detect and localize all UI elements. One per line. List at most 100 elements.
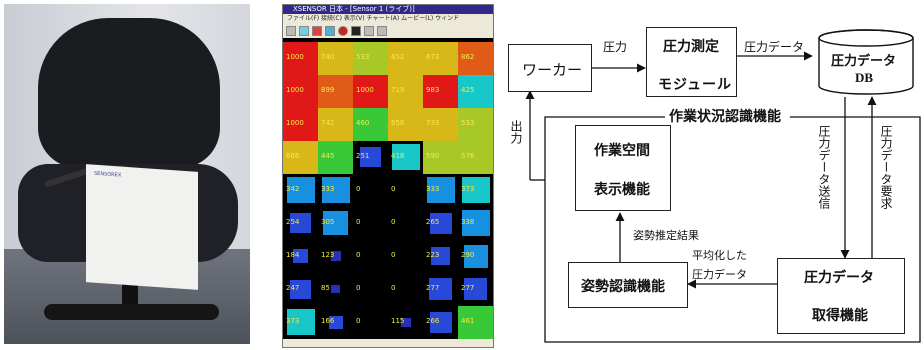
- record-icon[interactable]: [338, 26, 348, 36]
- heatmap-cell-value: 266: [426, 317, 440, 325]
- heatmap-cell-fill: [400, 317, 411, 327]
- worker-box: ワーカー: [508, 44, 592, 92]
- heatmap-cell-value: 265: [426, 218, 440, 226]
- heatmap-cell-value: 290: [461, 251, 475, 259]
- heatmap-cell-fill: [353, 41, 388, 75]
- heatmap-cell-fill: [283, 107, 318, 141]
- heatmap-cell: 740: [318, 41, 353, 75]
- db-body: [818, 38, 914, 95]
- heatmap-cell-fill: [318, 74, 353, 108]
- heatmap-cell-value: 166: [321, 317, 335, 325]
- heatmap-cell: 590: [423, 140, 458, 174]
- heatmap-cell-value: 277: [461, 284, 475, 292]
- heatmap-cell-fill: [461, 210, 490, 236]
- app-title: XSENSOR 日本 - [Sensor 1 (ライブ)]: [293, 5, 415, 13]
- heatmap-cell: 445: [318, 140, 353, 174]
- heatmap-cell: 166: [318, 305, 353, 339]
- heatmap-cell: 266: [423, 305, 458, 339]
- heatmap-cell: 1000: [353, 74, 388, 108]
- heatmap-cell-value: 0: [356, 284, 361, 292]
- heatmap-cell-value: 460: [356, 119, 370, 127]
- heatmap-cell: 373: [283, 305, 318, 339]
- heatmap-cell-fill: [423, 74, 458, 108]
- heatmap-cell-value: 0: [391, 218, 396, 226]
- heatmap-cell-value: 223: [426, 251, 440, 259]
- heatmap-cell-fill: [286, 177, 315, 203]
- heatmap-cell-value: 1000: [356, 86, 374, 94]
- heatmap-cell-value: 0: [391, 185, 396, 193]
- heatmap-cell-value: 461: [461, 317, 475, 325]
- heatmap-cell: 223: [423, 239, 458, 273]
- heatmap-cell-fill: [353, 74, 388, 108]
- heatmap-cell: 742: [318, 107, 353, 141]
- averaged-label-1: 平均化した: [692, 250, 747, 262]
- heatmap-cell-value: 305: [321, 218, 335, 226]
- heatmap-cell-fill: [283, 41, 318, 75]
- heatmap-cell-value: 338: [461, 218, 475, 226]
- app-menu-items[interactable]: ファイル(F) 接続(C) 表示(V) チャート(A) ムービー(L) ウィンド: [287, 15, 460, 22]
- heatmap-cell-fill: [458, 74, 493, 108]
- heatmap-cell-fill: [328, 315, 343, 329]
- heatmap-cell-value: 899: [321, 86, 335, 94]
- heatmap-cell-value: 1000: [286, 119, 304, 127]
- color-icon[interactable]: [312, 26, 322, 36]
- heatmap-cell-fill: [423, 41, 458, 75]
- heatmap-cell: 290: [458, 239, 493, 273]
- sensor-pad-label: SENSOREX: [94, 170, 122, 179]
- heatmap-cell-value: 373: [461, 185, 475, 193]
- heatmap-cell: 305: [318, 206, 353, 240]
- heatmap-cell: 265: [423, 206, 458, 240]
- heatmap-cell: 425: [458, 74, 493, 108]
- stop-icon[interactable]: [351, 26, 361, 36]
- heatmap-cell-value: 445: [321, 152, 335, 160]
- heatmap-cell: 184: [283, 239, 318, 273]
- heatmap-cell-fill: [423, 107, 458, 141]
- heatmap-cell-fill: [429, 311, 452, 333]
- view-icon[interactable]: [325, 26, 335, 36]
- heatmap-cell: 0: [388, 239, 423, 273]
- heatmap-cell: 673: [423, 41, 458, 75]
- pressure-acquire-box: 圧力データ 取得機能: [777, 258, 905, 334]
- heatmap-cell-fill: [388, 107, 423, 141]
- heatmap-cell: 333: [318, 173, 353, 207]
- heatmap-cell: 251: [353, 140, 388, 174]
- heatmap-cell-value: 656: [391, 119, 405, 127]
- diagram-lines: [525, 29, 921, 343]
- pressure-input-label: 圧力: [603, 40, 628, 54]
- heatmap-cell-fill: [293, 249, 308, 263]
- heatmap-cell: 666: [283, 140, 318, 174]
- heatmap-cell: 733: [423, 107, 458, 141]
- request-label: 圧力データ要求: [879, 125, 893, 209]
- open-icon[interactable]: [286, 26, 296, 36]
- heatmap-cell-value: 251: [356, 152, 370, 160]
- pressure-data-out-label: 圧力データ: [744, 40, 805, 54]
- heatmap-cell-value: 666: [286, 152, 300, 160]
- heatmap-cell-fill: [360, 147, 381, 167]
- heatmap-cell-fill: [464, 278, 487, 300]
- heatmap-cell-fill: [290, 213, 311, 233]
- heatmap-cell: 338: [458, 206, 493, 240]
- pressure-sensor-pad: SENSOREX: [86, 164, 198, 290]
- heatmap-cell-value: 123: [321, 251, 335, 259]
- heatmap-cell-fill: [423, 140, 458, 174]
- db-label-1: 圧力データ: [831, 53, 897, 68]
- heatmap-cell-fill: [323, 211, 348, 235]
- heatmap-cell-fill: [458, 107, 493, 141]
- heatmap-cell-value: 0: [356, 218, 361, 226]
- module-label-2: モジュール: [658, 78, 733, 93]
- settings-icon[interactable]: [377, 26, 387, 36]
- snapshot-icon[interactable]: [364, 26, 374, 36]
- heatmap-cell: 1000: [283, 74, 318, 108]
- heatmap-cell-fill: [290, 279, 311, 299]
- chair-base: [44, 304, 219, 320]
- heatmap-cell-value: 0: [356, 317, 361, 325]
- heatmap-cell-value: 983: [426, 86, 440, 94]
- heatmap-cell: 461: [458, 305, 493, 339]
- heatmap-cell-fill: [388, 74, 423, 108]
- heatmap-cell-fill: [283, 74, 318, 108]
- heatmap-cell: 576: [458, 140, 493, 174]
- grid-icon[interactable]: [299, 26, 309, 36]
- heatmap-cell-fill: [353, 107, 388, 141]
- app-menu-bar[interactable]: ファイル(F) 接続(C) 表示(V) チャート(A) ムービー(L) ウィンド: [283, 14, 493, 24]
